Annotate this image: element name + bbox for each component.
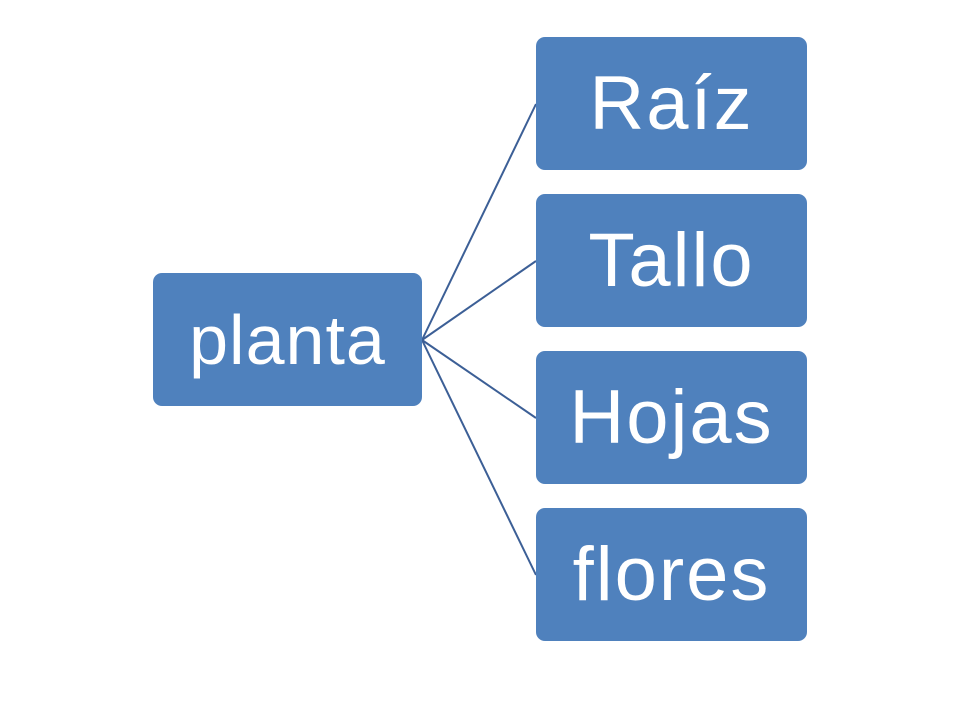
child-node-hojas: Hojas: [536, 351, 807, 484]
child-node-label: Raíz: [589, 61, 754, 146]
child-node-label: flores: [572, 532, 771, 617]
root-node-label: planta: [189, 300, 386, 379]
child-node-tallo: Tallo: [536, 194, 807, 327]
connector-root-hojas: [421, 339, 537, 419]
child-node-label: Hojas: [569, 375, 774, 460]
root-node-planta: planta: [153, 273, 422, 406]
connector-root-flores: [421, 339, 537, 576]
connector-root-raiz: [421, 103, 537, 341]
child-node-raiz: Raíz: [536, 37, 807, 170]
child-node-label: Tallo: [588, 218, 755, 303]
connector-root-tallo: [421, 260, 537, 341]
child-node-flores: flores: [536, 508, 807, 641]
